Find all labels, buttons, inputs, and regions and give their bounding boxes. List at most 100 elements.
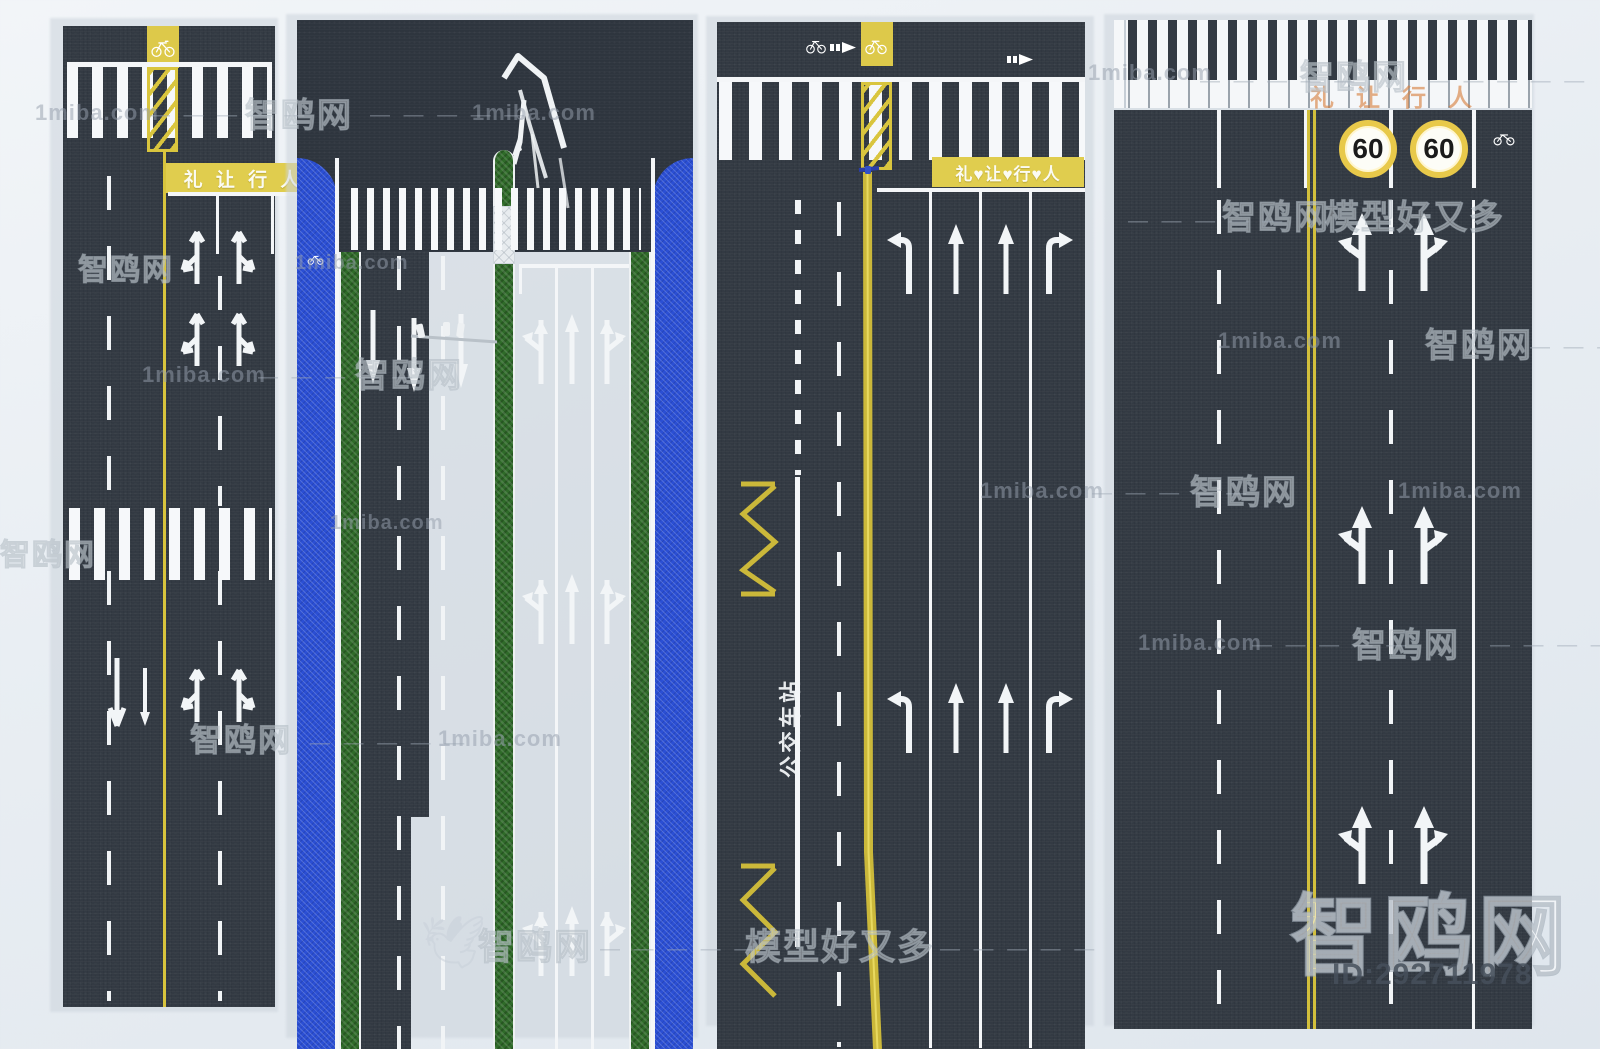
arrow-straight-right [226,298,260,368]
panel-4-lane-stub-4 [1472,110,1476,188]
panel-2-stop-bar [519,264,629,268]
panel-4-lane-stub-2 [1304,110,1308,188]
bicycle-icon [1492,130,1516,147]
arrow-down [401,316,427,394]
panel-3-road-surface [717,22,1085,1049]
panel-4-bike-lane-divider [1472,200,1475,1029]
speed-limit-sign: 60 [1410,120,1468,178]
arrow-left-turn [885,218,921,296]
arrow-straight [559,568,585,646]
arrow-straight-left [176,654,210,724]
panel-4[interactable]: 礼让行人 60 60 [1114,20,1532,1029]
panel-1-left-dash-line-2 [107,571,111,1001]
arrow-straight [559,308,585,386]
panel-3-hatch-block [861,82,892,170]
arrow-down [133,666,157,728]
panel-1-lane-divider-a [168,192,321,196]
arrow-straight-right [226,216,260,286]
panel-2-lane-line-r1 [519,264,522,294]
bicycle-icon [150,34,176,60]
arrow-straight-right [1410,205,1450,293]
arrow-straight [993,218,1019,296]
arrow-straight [559,900,585,978]
panel-1[interactable]: 礼 让 行 人 [63,26,321,1007]
arrow-straight-left [519,568,553,646]
arrow-straight [993,677,1019,755]
panel-2-bike-lane-right-edge [651,158,655,1049]
arrow-straight-left [1336,798,1376,886]
arrow-straight-right [226,654,260,724]
panel-2-crosswalk [351,188,641,250]
arrow-left-turn [885,677,921,755]
arrow-straight-right [1410,798,1450,886]
arrow-straight [943,218,969,296]
bicycle-icon [805,34,827,56]
panel-2-lane-line-r2 [555,264,558,294]
speed-limit-sign: 60 [1339,120,1397,178]
panel-3[interactable]: 礼♥让♥行♥人 公交车站 [717,22,1085,1049]
panel-4-dash-right-a [1389,200,1393,1029]
panel-4-dash-left-a [1217,200,1221,1029]
panel-1-stopline-top [67,62,272,67]
panel-1-left-dash-line [107,176,111,506]
arrow-down [360,308,386,386]
arrow-right-turn [1039,218,1075,296]
panel-3-bus-zone-edge-line [795,477,800,947]
panel-3-lane-line-2 [979,188,982,1048]
panel-4-crossing-caption: 礼让行人 [1310,85,1494,112]
panel-1-hatch-block [147,67,178,152]
panel-3-crosswalk [719,82,1085,160]
panel-4-lane-stub-1 [1217,110,1221,188]
panel-1-bike-box-plate [147,26,179,68]
panel-4-crossing-left-edge [1124,20,1126,108]
panel-2-central-median-lower [493,264,515,1049]
panel-4-crosswalk-tails [1128,80,1532,108]
signal-pole [857,164,883,185]
panel-1-right-dash-line [218,276,222,506]
panel-2-green-belt-right [629,252,651,1049]
panel-2-lane-line-right-a [555,294,558,1049]
arrow-straight-left [1336,498,1376,586]
arrow-straight-left [1336,205,1376,293]
panel-3-lane-line-1 [929,188,932,1048]
arrow-straight-right [595,568,629,646]
panel-2-lane-dash-left-a [397,256,401,1049]
panel-1-lane-line-b [271,192,274,254]
arrow-straight-right [595,308,629,386]
arrow-straight-right [1410,498,1450,586]
lane-arrow-icon [1007,52,1039,66]
panel-2-lane-dash-left-b [441,256,445,1049]
panel-2-bike-lane-left-edge [335,158,339,1049]
watermark-dash: — — — — — [1530,336,1600,358]
bus-stop-text-marking: 公交车站 [778,677,803,778]
arrow-straight-left [176,216,210,286]
panel-2-lane-line-right-b [591,294,594,1049]
panel-4-centre-line-b [1313,110,1316,1029]
panel-3-yield-banner: 礼♥让♥行♥人 [932,157,1084,187]
panel-1-right-dash-line-2 [218,571,222,1001]
panel-3-centre-line-double [847,171,883,1049]
traffic-signal-gantry [409,320,501,355]
panel-2-bike-lane-right [653,158,693,1049]
panel-3-dash-left-fine [795,200,801,475]
panel-4-centre-line-a [1307,110,1310,1029]
arrow-straight-left [519,308,553,386]
arrow-straight-left [176,298,210,368]
arrow-down [103,656,131,728]
panel-2-green-belt-left [339,252,361,1049]
arrow-straight-right [595,900,629,978]
panel-1-crosswalk-mid [69,508,272,580]
panel-4-road-surface [1114,110,1532,1029]
arrow-right-turn [1039,677,1075,755]
bus-zone-zigzag-lower [737,862,779,1012]
bus-zone-zigzag-upper [737,480,779,598]
bicycle-icon [307,252,324,266]
bicycle-icon [864,33,888,57]
arrow-straight-left [519,900,553,978]
panel-1-lane-line-a [216,192,219,254]
panel-2[interactable] [297,20,693,1049]
left-turn-guide-marking [472,38,592,218]
arrow-straight [943,677,969,755]
panel-4-crosswalk-top [1128,20,1532,80]
panel-3-dash-mid [837,202,841,1047]
